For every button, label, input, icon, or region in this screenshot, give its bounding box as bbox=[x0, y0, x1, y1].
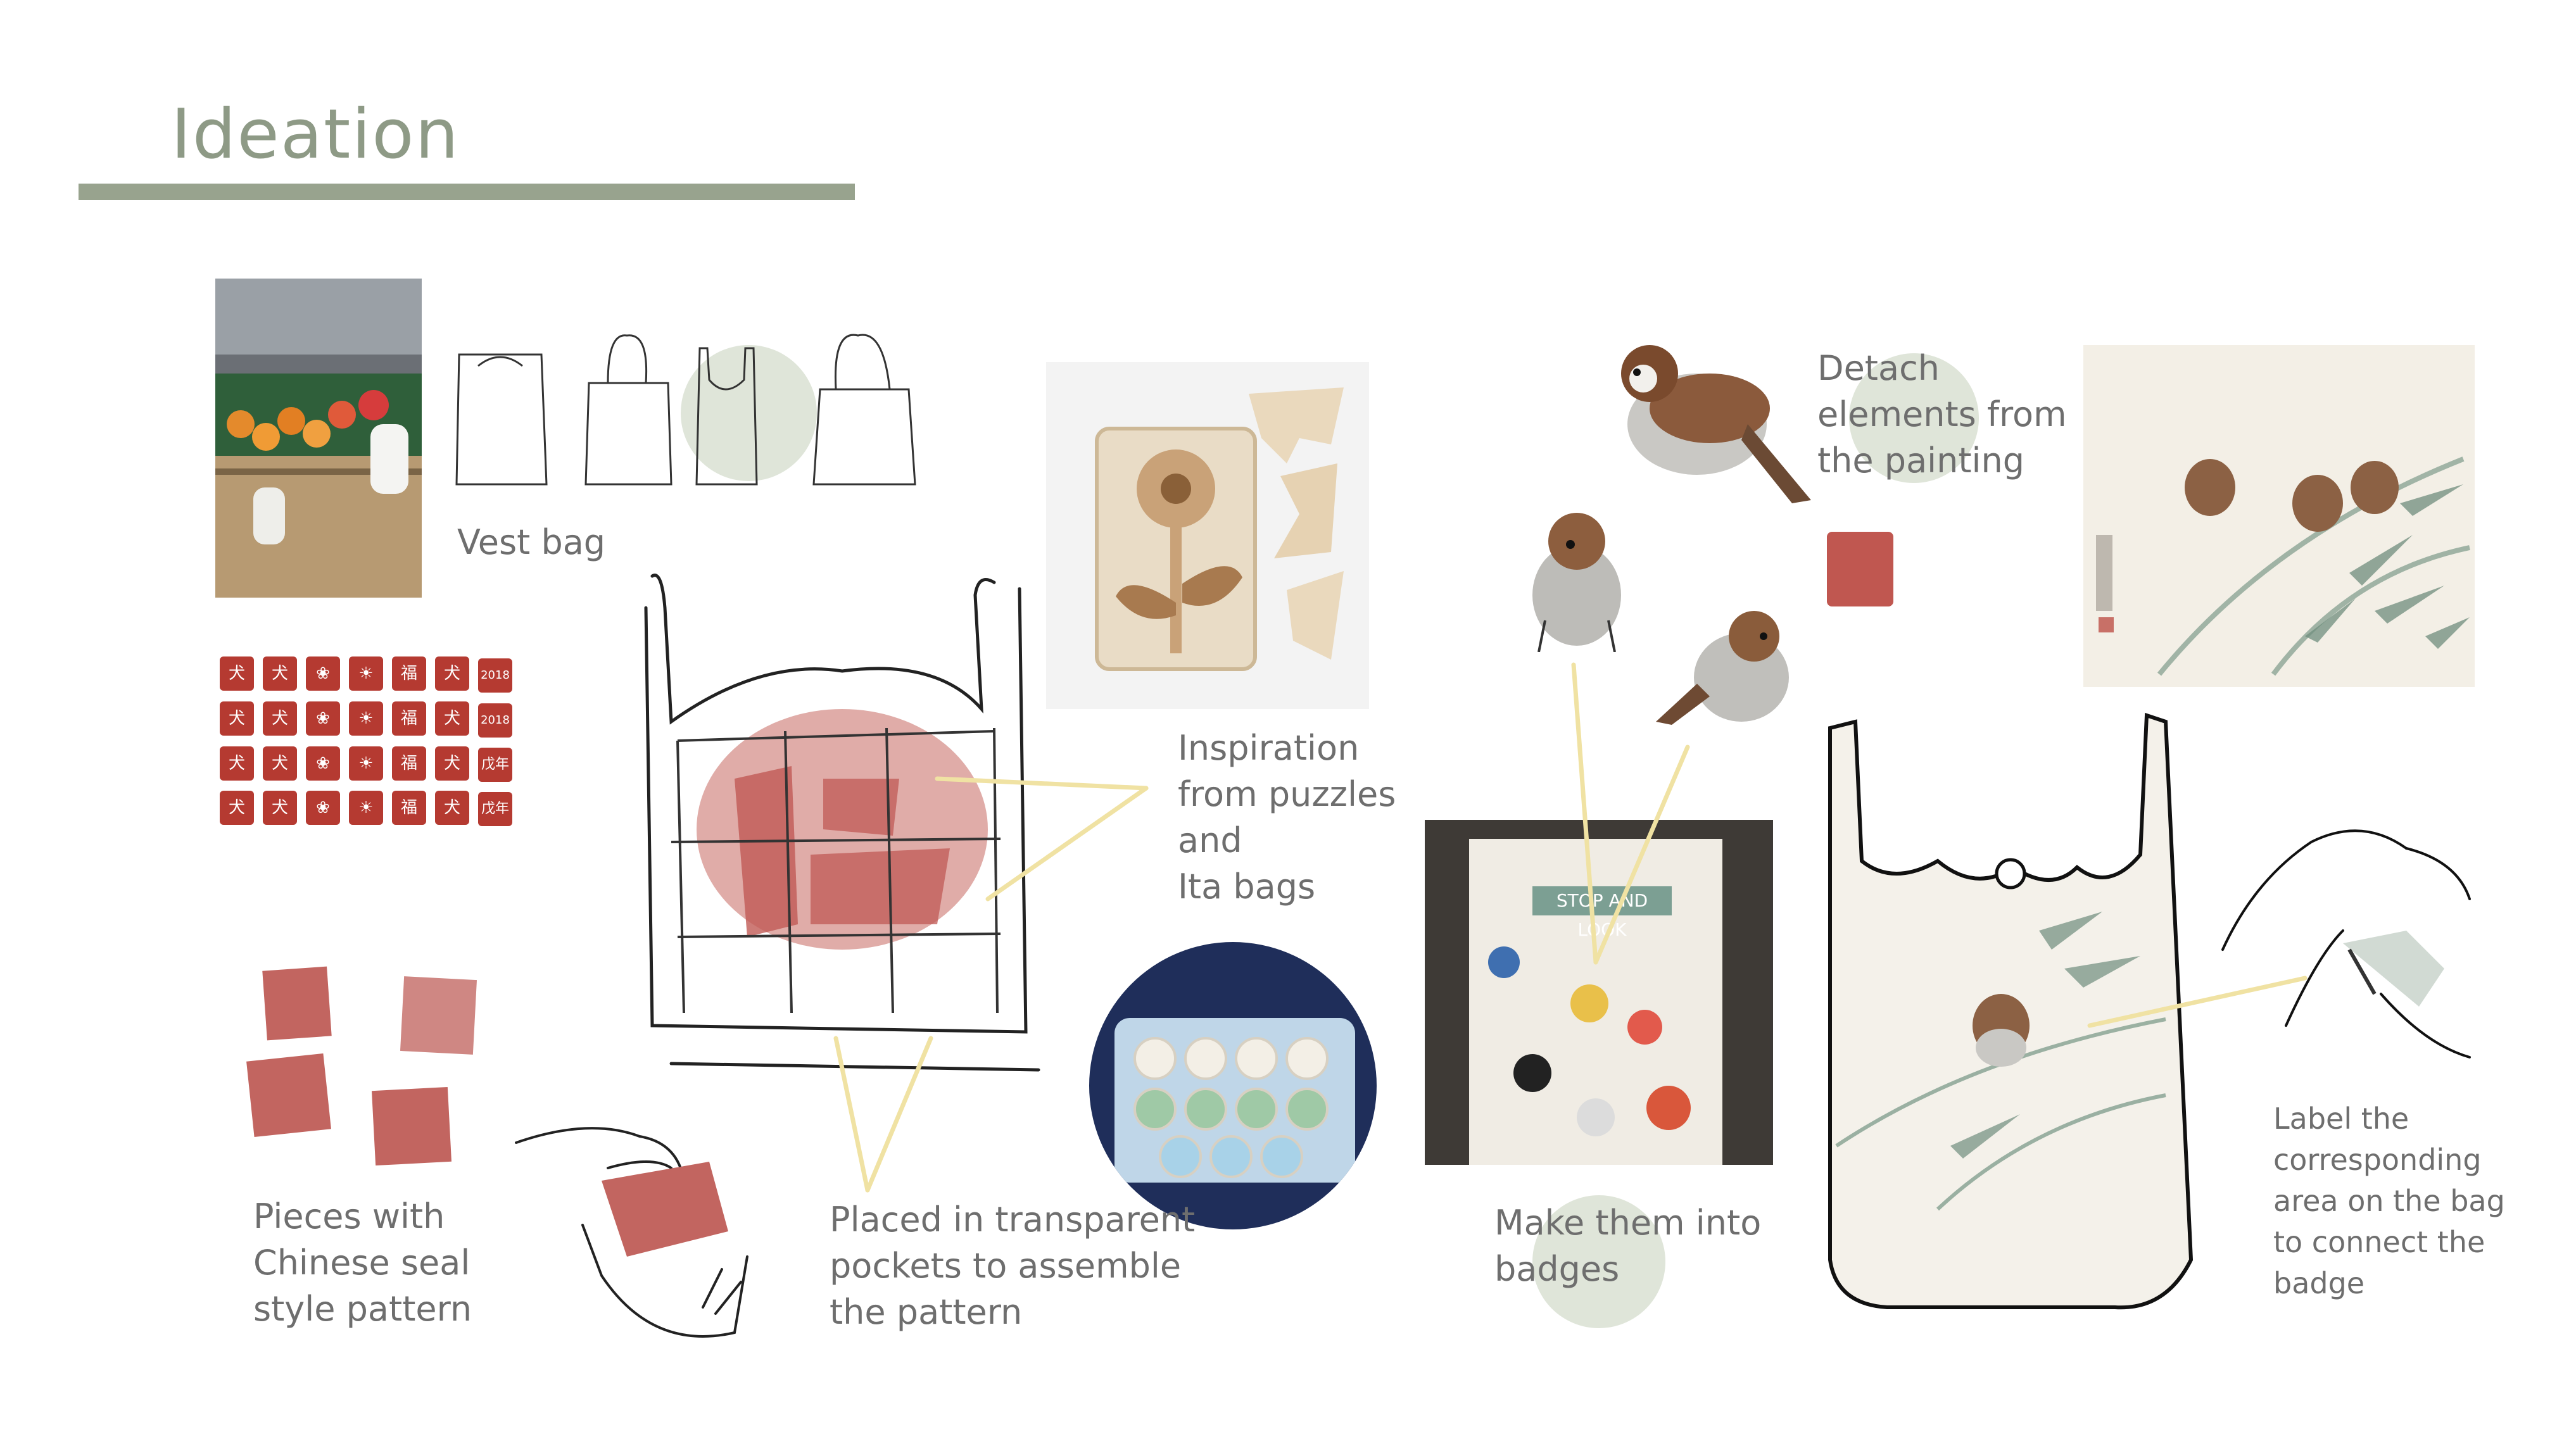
hand-sketch bbox=[2221, 829, 2471, 1058]
grid-bag-sketch bbox=[644, 574, 1040, 1072]
painted-vest-bag bbox=[1828, 712, 2194, 1310]
seal-row-4: 犬犬❀☀福犬戊年 bbox=[215, 786, 589, 831]
seal-tile: 犬 bbox=[263, 656, 297, 691]
connector-line bbox=[865, 1036, 933, 1193]
seal-tile: 福 bbox=[392, 656, 426, 691]
seal-tile: 犬 bbox=[263, 791, 297, 825]
seal-tile: ❀ bbox=[306, 656, 340, 691]
ita-bag-photo bbox=[1089, 942, 1377, 1229]
bag-outlines-icon bbox=[455, 334, 916, 486]
ita-badge bbox=[1260, 1135, 1303, 1178]
ita-badge bbox=[1285, 1088, 1329, 1131]
seal-tile: 犬 bbox=[220, 656, 254, 691]
connector-line bbox=[985, 786, 1149, 901]
ita-badge bbox=[1235, 1037, 1278, 1080]
bag-patch: STOP AND LOOK bbox=[1532, 886, 1672, 940]
seal-tile: ❀ bbox=[306, 701, 340, 736]
highlight-blob-vest bbox=[681, 345, 817, 481]
seal-tile: 犬 bbox=[435, 791, 469, 825]
bamboo-sparrow-painting bbox=[2083, 345, 2475, 687]
seal-tile: ☀ bbox=[349, 746, 383, 781]
seal-tile: 犬 bbox=[263, 701, 297, 736]
connector-line bbox=[1571, 662, 1598, 965]
supermarket-illustration bbox=[215, 279, 422, 598]
title-underline bbox=[79, 184, 855, 200]
connector-line bbox=[833, 1036, 870, 1193]
ita-badge bbox=[1184, 1088, 1227, 1131]
seal-tile: 犬 bbox=[220, 701, 254, 736]
seal-tile: 福 bbox=[392, 791, 426, 825]
transparent-pockets-caption: Placed in transparent pockets to assembl… bbox=[830, 1200, 1196, 1332]
ita-badge bbox=[1285, 1037, 1329, 1080]
pin-badge bbox=[1646, 1086, 1691, 1130]
supermarket-photo bbox=[215, 279, 422, 598]
seal-tile: ☀ bbox=[349, 656, 383, 691]
pin-badge bbox=[1488, 946, 1520, 978]
ita-badge bbox=[1235, 1088, 1278, 1131]
badge-bag-photo: STOP AND LOOK bbox=[1425, 820, 1773, 1165]
ita-badge bbox=[1184, 1037, 1227, 1080]
connector-line bbox=[2087, 976, 2308, 1028]
seal-tile: ☀ bbox=[349, 701, 383, 736]
connector-line bbox=[935, 776, 1149, 791]
painting-illustration bbox=[2096, 456, 2470, 676]
pin-badge bbox=[1570, 984, 1608, 1022]
pin-badge bbox=[1513, 1054, 1551, 1092]
pin-badge bbox=[1627, 1010, 1662, 1045]
sparrow-medium-icon bbox=[1656, 611, 1789, 725]
connector-line bbox=[1593, 744, 1690, 965]
detach-caption: Detach elements from the painting bbox=[1817, 348, 2067, 481]
seal-tile: 犬 bbox=[435, 656, 469, 691]
seal-tile: 戊年 bbox=[478, 748, 512, 782]
slide-title: Ideation bbox=[171, 95, 460, 174]
hand-piece-sketch bbox=[515, 1127, 748, 1338]
seal-tile: 福 bbox=[392, 701, 426, 736]
flower-puzzle-icon bbox=[1095, 387, 1344, 671]
inspiration-caption: Inspiration from puzzles and Ita bags bbox=[1178, 728, 1396, 907]
red-seal-stamp-icon bbox=[1827, 532, 1893, 606]
seal-tile: ☀ bbox=[349, 791, 383, 825]
seal-tile: ❀ bbox=[306, 746, 340, 781]
seal-tile: 犬 bbox=[263, 746, 297, 781]
label-area-caption: Label the corresponding area on the bag … bbox=[2273, 1102, 2505, 1300]
highlight-blob-badges bbox=[1532, 1195, 1665, 1328]
seal-row-3: 犬犬❀☀福犬戊年 bbox=[215, 742, 589, 786]
highlight-blob-detach bbox=[1849, 353, 1979, 483]
make-badges-caption: Make them into badges bbox=[1494, 1203, 1762, 1289]
pin-badge bbox=[1577, 1098, 1615, 1136]
ita-badge bbox=[1159, 1135, 1202, 1178]
vest-bag-caption: Vest bag bbox=[457, 522, 606, 562]
sparrow-large-icon bbox=[1621, 345, 1811, 503]
flower-puzzle-photo bbox=[1046, 362, 1369, 709]
seal-tile: 犬 bbox=[435, 746, 469, 781]
seal-pieces-caption: Pieces with Chinese seal style pattern bbox=[253, 1197, 472, 1329]
seal-tile: 犬 bbox=[435, 701, 469, 736]
seal-tile: 福 bbox=[392, 746, 426, 781]
sparrow-small-icon bbox=[1532, 513, 1621, 652]
seal-tile: 戊年 bbox=[478, 792, 512, 826]
seal-tile: ❀ bbox=[306, 791, 340, 825]
seal-tile: 犬 bbox=[220, 791, 254, 825]
ita-badge bbox=[1133, 1037, 1177, 1080]
seal-tile: 犬 bbox=[220, 746, 254, 781]
seal-tile: 2018 bbox=[478, 703, 512, 738]
ita-badge bbox=[1133, 1088, 1177, 1131]
ita-badge bbox=[1209, 1135, 1253, 1178]
seal-tile: 2018 bbox=[478, 658, 512, 693]
